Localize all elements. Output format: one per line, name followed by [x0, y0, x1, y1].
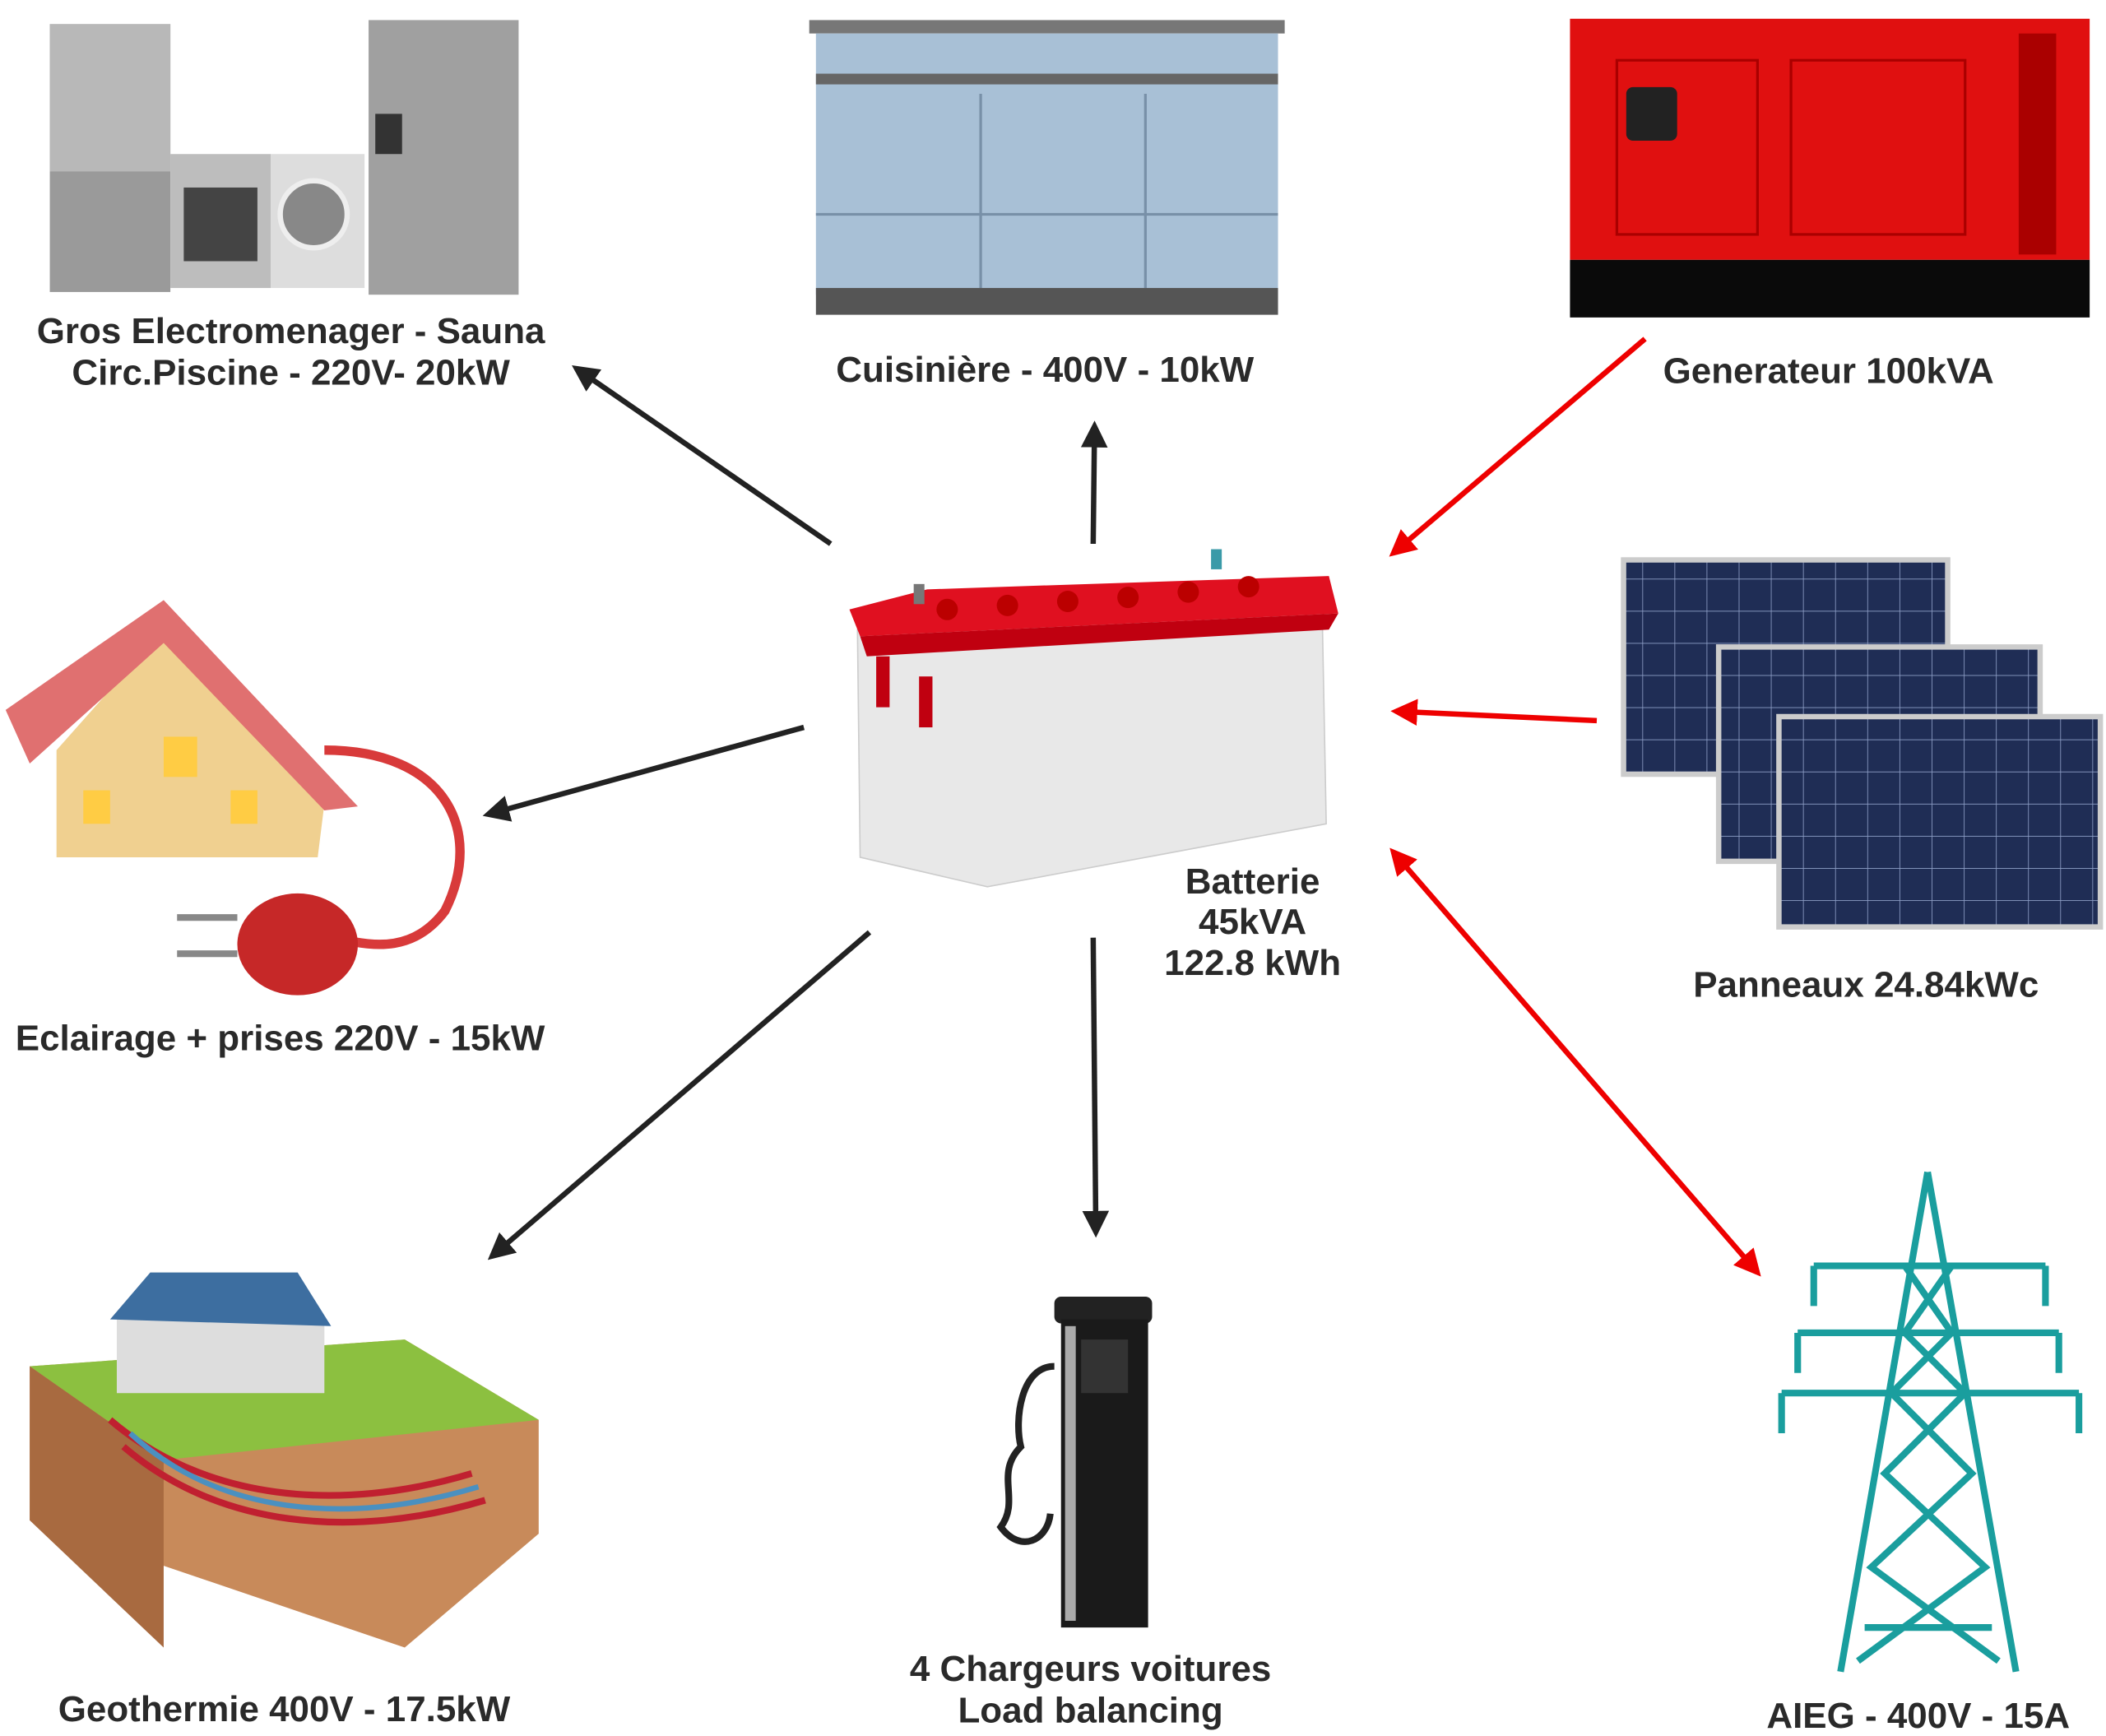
stove-image — [809, 20, 1285, 315]
arrow-to-appliances — [572, 365, 833, 546]
pylon-image — [1778, 1171, 2083, 1673]
geothermal-image — [30, 1272, 539, 1648]
arrow-from-generator — [1389, 337, 1647, 557]
solar-label: Panneaux 24.84kWc — [1693, 964, 2039, 1005]
arrow-from-solar — [1390, 699, 1598, 726]
generator-image — [1570, 18, 2090, 318]
stove-label: Cuisinière - 400V - 10kW — [836, 350, 1254, 390]
geothermal-label: Geothermie 400V - 17.5kW — [58, 1689, 511, 1729]
grid-label: AIEG - 400V - 15A — [1766, 1696, 2070, 1736]
battery-label-2: 45kVA — [1199, 902, 1306, 942]
arrow-grid-bidirectional — [1389, 847, 1761, 1277]
ev-charger-image — [996, 1296, 1153, 1628]
chargers-label-2: Load balancing — [958, 1691, 1222, 1731]
battery-image — [849, 549, 1338, 888]
arrow-to-lighting — [482, 724, 805, 822]
battery-label-1: Batterie — [1185, 861, 1320, 902]
appliances-label-1: Gros Electromenager - Sauna — [37, 311, 545, 351]
generator-label: Generateur 100kVA — [1663, 351, 1994, 392]
chargers-label-1: 4 Chargeurs voitures — [910, 1649, 1272, 1689]
arrow-to-stove — [1080, 420, 1108, 545]
appliances-image — [49, 20, 519, 295]
appliances-label-2: Circ.Piscine - 220V- 20kW — [72, 352, 510, 392]
solar-panels-image — [1621, 557, 2104, 930]
arrow-to-geothermal — [487, 930, 872, 1260]
arrow-to-chargers — [1082, 937, 1110, 1238]
lighting-label: Eclairage + prises 220V - 15kW — [16, 1018, 545, 1058]
house-plug-image — [5, 600, 465, 996]
battery-label-3: 122.8 kWh — [1164, 943, 1341, 983]
